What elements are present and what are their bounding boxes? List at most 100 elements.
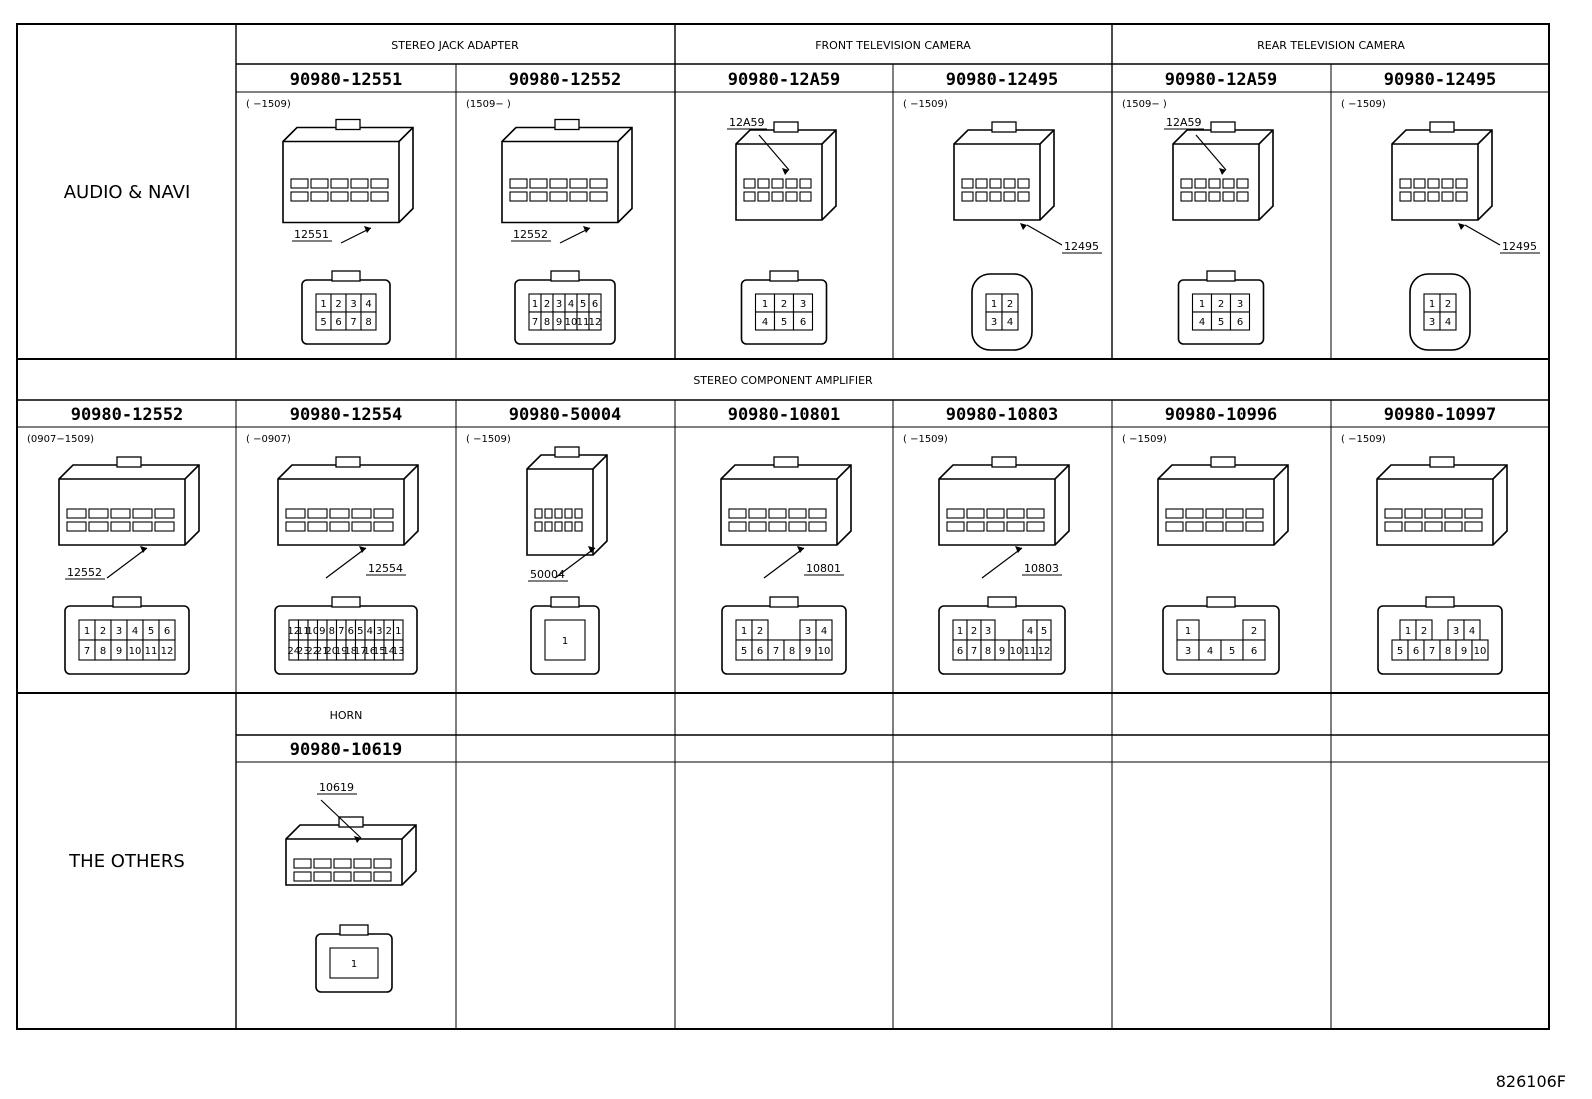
pin-number: 3 [1237,299,1243,310]
callout-label: 50004 [530,568,565,581]
pin-number: 8 [329,626,335,637]
pin-number: 6 [592,299,598,310]
pin-number: 2 [335,299,341,310]
part-number: 90980-10619 [290,740,403,760]
connector-housing [526,446,608,556]
pin-number: 2 [386,626,392,637]
pin-number: 8 [985,646,991,657]
pin-number: 3 [1453,626,1459,637]
pin-number: 4 [821,626,827,637]
pin-number: 4 [1007,317,1013,328]
part-number: 90980-12552 [509,70,622,90]
pin-number: 7 [971,646,977,657]
callout: 12554 [325,546,406,579]
pin-cavity [588,311,602,331]
connector-housing [1157,456,1289,546]
pin-cavity [1001,311,1019,331]
pin-number: 4 [367,626,373,637]
pin-number: 22 [306,646,319,657]
pin-number: 1 [741,626,747,637]
pin-number: 6 [957,646,963,657]
pin-number: 10 [1474,646,1487,657]
pin-number: 4 [1469,626,1475,637]
pin-cavity [792,311,814,331]
connector-housing [1391,121,1493,221]
date-range: ( −1509) [903,434,948,445]
pin-number: 2 [971,626,977,637]
group-front-tv-camera: FRONT TELEVISION CAMERA [815,39,971,52]
pin-cavity [392,639,404,661]
pin-number: 10 [818,646,831,657]
pin-number: 14 [382,646,395,657]
pin-cavity [1471,639,1489,661]
pin-number: 4 [1445,317,1451,328]
pin-number: 10 [129,646,142,657]
pin-number: 3 [350,299,356,310]
callout: 12495 [1458,223,1540,254]
pin-number: 2 [781,299,787,310]
pin-number: 8 [544,317,550,328]
date-range: ( −1509) [466,434,511,445]
pin-cavity [1439,311,1457,331]
pin-number: 2 [1421,626,1427,637]
section-label-audio: AUDIO & NAVI [64,182,191,203]
callout-label: 10803 [1024,562,1059,575]
pin-number: 6 [1413,646,1419,657]
date-ranges: ( −1509) (1509− ) ( −1509) (1509− ) ( −1… [27,99,1386,445]
row1-part-numbers: 90980-12551 90980-12552 90980-12A59 9098… [290,70,1497,90]
pin-number: 2 [1218,299,1224,310]
pin-number: 17 [354,646,367,657]
callout: 50004 [528,546,596,582]
pin-number: 15 [373,646,386,657]
part-number: 90980-12554 [290,405,403,425]
pin-number: 5 [1218,317,1224,328]
grid-lines [16,23,1550,1030]
pin-face: 1 [530,596,600,675]
pin-number: 23 [297,646,310,657]
pin-number: 3 [1185,646,1191,657]
callout: 10619 [317,781,362,843]
pin-number: 1 [84,626,90,637]
pin-number: 8 [100,646,106,657]
section-label-others: THE OTHERS [68,851,185,872]
pin-number: 1 [1185,626,1191,637]
pin-number: 4 [568,299,574,310]
callout-label: 12A59 [1166,116,1202,129]
pin-number: 3 [556,299,562,310]
pin-number: 1 [1429,299,1435,310]
connector-housing [938,456,1070,546]
pin-number: 19 [335,646,348,657]
pin-face: 1 [315,924,393,993]
pin-number: 5 [148,626,154,637]
pin-cavity [815,639,833,661]
pin-cavity [158,639,176,661]
part-number: 90980-12495 [946,70,1059,90]
part-number: 90980-10803 [946,405,1059,425]
pin-number: 7 [773,646,779,657]
pin-number: 4 [1207,646,1213,657]
date-range: (1509− ) [466,99,511,110]
connector-housing [285,816,417,886]
pin-number: 9 [999,646,1005,657]
figure-code: 826106F [1495,1072,1566,1091]
pin-number: 2 [100,626,106,637]
pin-number: 12 [287,626,300,637]
pin-number: 7 [1429,646,1435,657]
pin-number: 10 [1010,646,1023,657]
connector-housing [720,456,852,546]
date-range: ( −1509) [1341,99,1386,110]
pin-number: 13 [392,646,405,657]
pin-number: 10 [306,626,319,637]
group-rear-tv-camera: REAR TELEVISION CAMERA [1257,39,1405,52]
connector-housing [735,121,837,221]
pin-number: 12 [161,646,174,657]
pin-number: 5 [741,646,747,657]
connector-housing [501,118,633,224]
